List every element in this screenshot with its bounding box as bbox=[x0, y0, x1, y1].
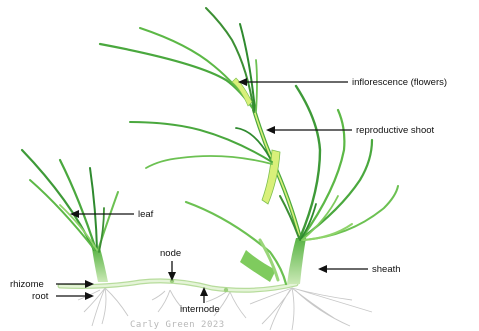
rhizome-stem bbox=[60, 279, 296, 292]
label-root: root bbox=[32, 291, 49, 302]
label-sheath: sheath bbox=[372, 264, 401, 275]
label-reproductive-shoot: reproductive shoot bbox=[356, 125, 435, 136]
label-internode: internode bbox=[180, 304, 220, 315]
credit-text: Carly Green 2023 bbox=[130, 320, 225, 330]
short-shoot bbox=[22, 150, 118, 282]
label-inflorescence: inflorescence (flowers) bbox=[352, 77, 447, 88]
main-shoot bbox=[287, 238, 306, 284]
reproductive-shoot bbox=[100, 8, 300, 238]
right-leaves bbox=[280, 86, 398, 240]
label-node: node bbox=[160, 248, 181, 259]
fallen-leaves bbox=[186, 202, 286, 284]
label-rhizome: rhizome bbox=[10, 279, 44, 290]
roots bbox=[78, 288, 372, 330]
label-leaf: leaf bbox=[138, 209, 154, 220]
